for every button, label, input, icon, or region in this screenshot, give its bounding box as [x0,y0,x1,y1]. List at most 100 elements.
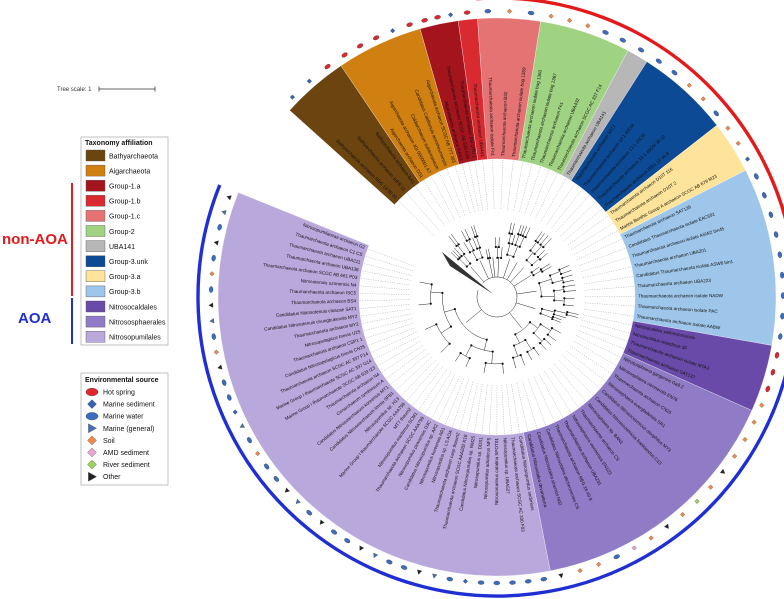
tree-node [532,331,535,335]
tree-branch [554,300,565,302]
tree-branch [520,225,525,236]
marine-water-marker-icon [780,271,784,279]
tree-node [457,243,460,246]
tree-branch [533,332,543,342]
tree-branch [509,222,512,234]
tree-branch [567,311,579,315]
hot-spring-marker-icon [421,18,428,23]
tree-branch [488,248,491,258]
tree-node [457,258,460,261]
leaf-connector [541,177,567,222]
tree-node [553,309,556,312]
tree-branch-arc [430,284,432,304]
leaf-connector [544,371,572,414]
environment-legend-item-hot-spring: Hot spring [85,388,135,397]
leaf-connector [466,382,478,432]
leaf-connector [516,382,529,432]
leaf-label: Thaumarchaeota archaeon isolate PAC [638,304,719,314]
tree-branch [517,224,522,235]
tree-node [491,350,494,353]
tree-node [559,272,563,276]
taxonomy-legend-label: Group-2 [109,229,135,236]
tree-branch [419,281,432,285]
leaf-connector [489,384,493,435]
leaf-label: Thaumarchaeota archaeon isolate NADW [638,293,724,298]
tree-branch [543,238,552,248]
tree-node [566,310,569,314]
soil-marker-icon [700,96,706,102]
taxonomy-swatch [85,270,106,282]
tree-node [546,333,549,336]
tree-node [539,342,542,345]
leaf-connector [461,163,475,212]
tree-node [551,315,555,318]
tree-node [530,264,534,267]
leaf-connector [507,159,514,210]
taxonomy-swatch [85,164,106,177]
leaf-label: Thaumarchaeota archaeon ISC5 [289,289,356,296]
hot-spring-marker-icon [85,388,99,396]
tree-branch [537,233,545,243]
tree-branch-arc [539,283,542,297]
leaf-connector [539,374,564,419]
taxonomy-legend-item-nitrosopumilales: Nitrosopumilales [85,331,161,343]
tree-node [468,238,471,241]
tree-node [536,255,540,259]
clade-sector-nitrosopumilales [217,192,551,577]
tree-branch [454,247,462,257]
taxonomy-legend-item-group-3-a: Group-3.a [85,270,141,282]
tree-branch [516,302,536,309]
taxonomy-legend-item-bathyarchaeota: Bathyarchaeota [85,149,158,162]
leaf-connector [365,255,414,272]
tree-node [543,337,546,341]
tree-branch [465,345,472,357]
leaf-connector [580,325,628,342]
other-marker-icon [208,302,214,308]
taxonomy-legend-label: Group-3.a [109,274,141,281]
tree-node [494,245,497,249]
soil-marker-icon [680,512,686,518]
tree-branch [461,230,467,241]
taxonomy-legend-label: Bathyarchaeota [109,153,158,160]
tree-branch [542,266,552,272]
tree-branch [444,308,455,313]
tree-branch [506,262,518,280]
leaf-connector [584,302,635,307]
tree-node [506,253,509,256]
environment-legend-item-other: Other [88,471,121,482]
taxonomy-swatch [85,315,106,328]
leaf-connector [363,263,412,276]
tree-node [539,258,542,261]
tree-branch [502,363,504,374]
leaf-connector [385,349,427,379]
tree-branch [541,308,555,313]
soil-marker-icon [596,561,602,567]
environment-legend-label: Hot spring [103,390,135,397]
tree-node [519,233,522,237]
soil-marker-icon [506,8,512,14]
taxonomy-legend-item-group-1-b: Group-1.b [85,195,141,207]
soil-marker-icon [213,349,219,355]
tree-node [540,295,543,298]
non-aoa-outer-arc [476,0,784,220]
hot-spring-marker-icon [463,10,471,15]
tree-node [512,255,515,258]
leaf-connector [573,340,617,366]
taxonomy-swatch [85,255,106,267]
leaf-connector [373,336,419,360]
tree-branch [533,347,540,356]
other-marker-icon [719,468,726,474]
hot-spring-marker-icon [341,52,348,58]
tree-branch [455,353,461,362]
leaf-label: Nitrosopumilus sp. UBA527 [502,438,510,495]
tree-node [486,257,490,260]
soil-marker-icon [255,451,261,457]
marine-water-marker-icon [386,559,393,565]
soil-marker-icon [577,568,583,574]
leaf-connector [492,159,495,210]
leaf-connector [454,165,471,214]
taxonomy-legend-label: UBA141 [109,244,135,251]
marine-water-marker-icon [527,10,535,16]
